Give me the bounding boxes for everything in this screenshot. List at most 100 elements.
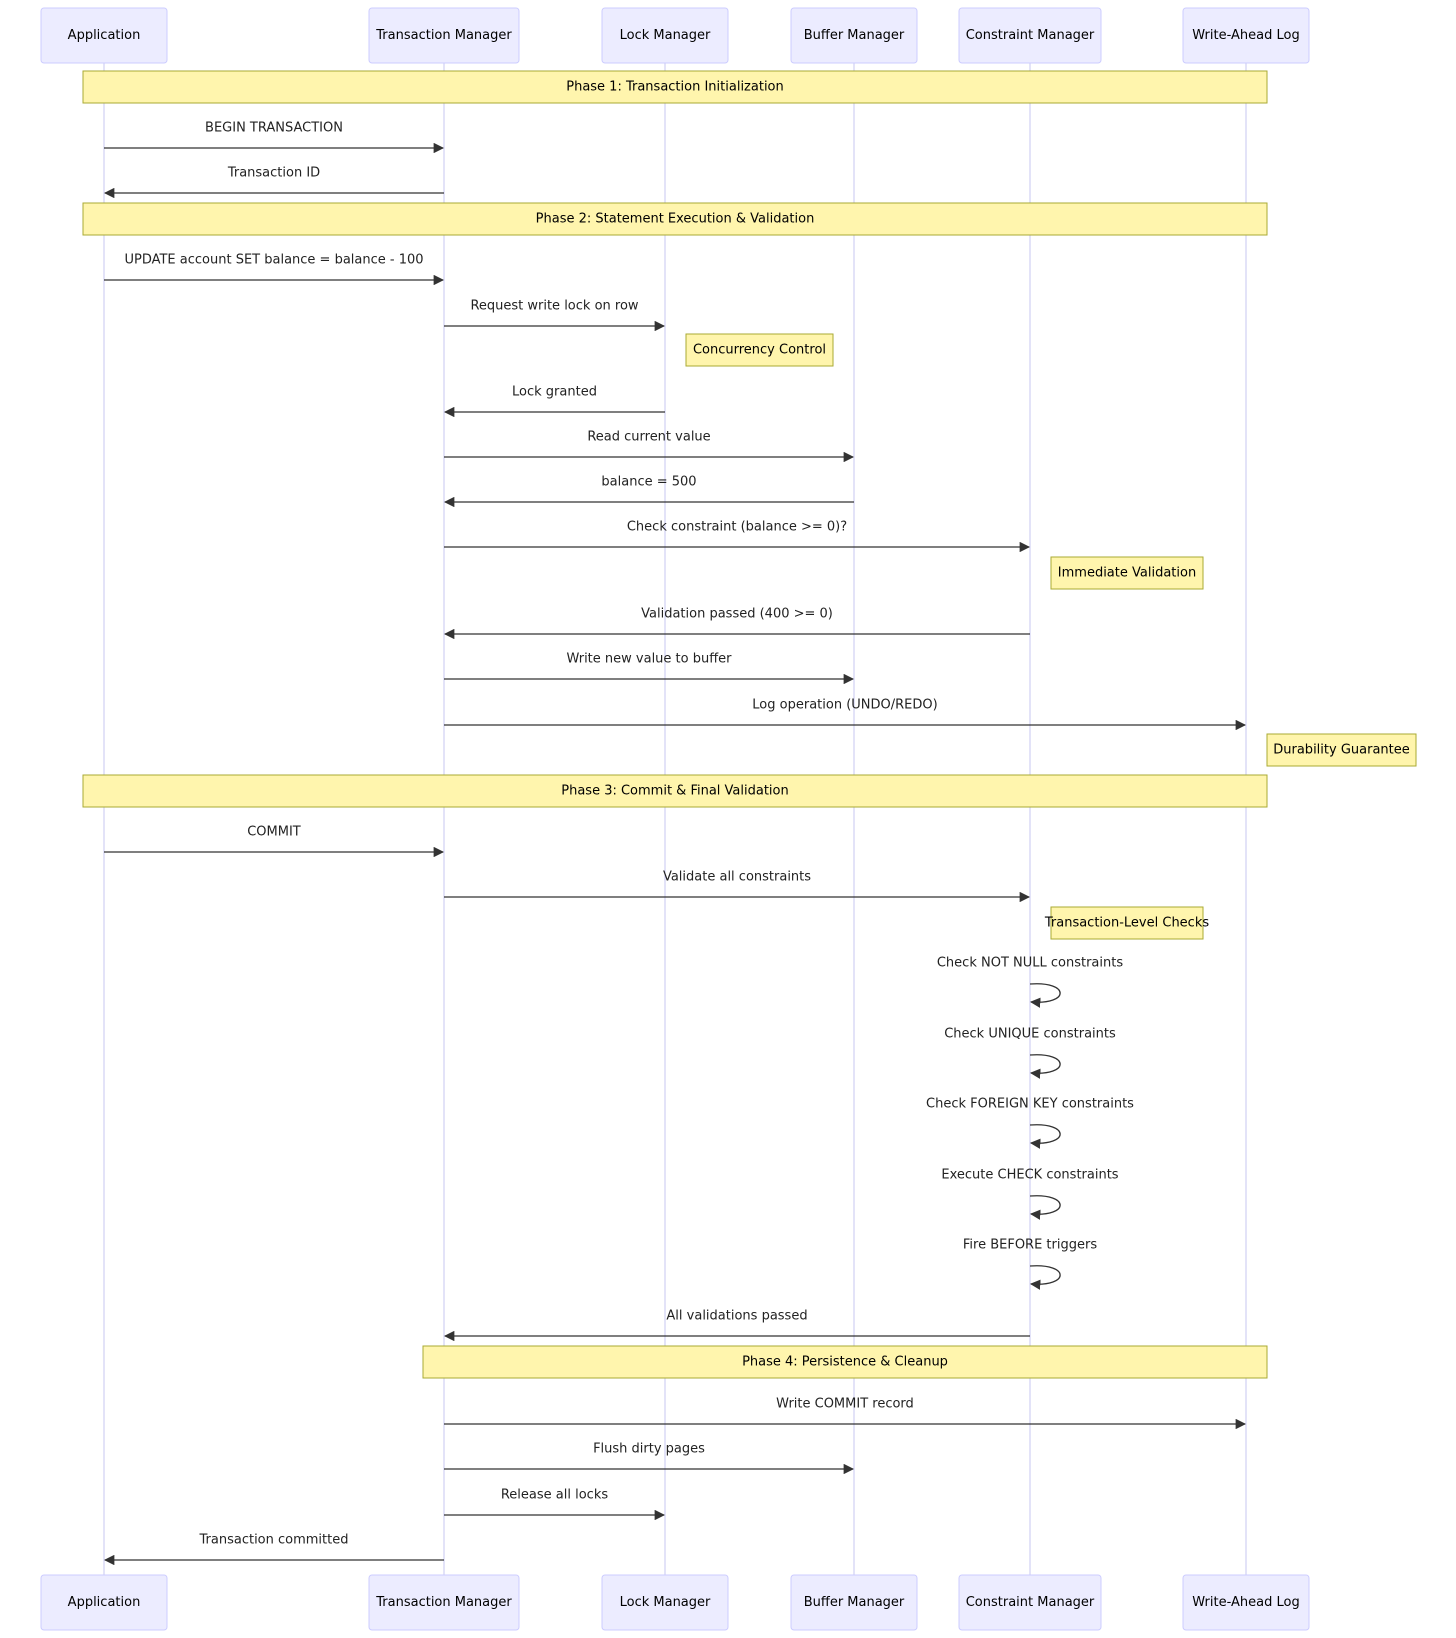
message: Request write lock on row — [444, 299, 666, 332]
message-label: All validations passed — [666, 1309, 807, 1324]
message: All validations passed — [443, 1309, 1030, 1342]
message-label: balance = 500 — [601, 475, 696, 490]
message-label: Write COMMIT record — [776, 1397, 914, 1412]
self-message: Check UNIQUE constraints — [944, 1027, 1116, 1079]
side-note-label: Durability Guarantee — [1273, 743, 1410, 758]
message: COMMIT — [104, 825, 445, 858]
message-label: UPDATE account SET balance = balance - 1… — [124, 253, 423, 268]
message-label: Release all locks — [501, 1488, 608, 1503]
actor-lm-top: Lock Manager — [601, 7, 729, 64]
self-message-label: Check FOREIGN KEY constraints — [926, 1097, 1134, 1112]
message: UPDATE account SET balance = balance - 1… — [104, 253, 445, 286]
phase-note-box — [82, 774, 1268, 808]
message-label: Log operation (UNDO/REDO) — [752, 698, 937, 713]
message: Write COMMIT record — [444, 1397, 1247, 1430]
actor-label: Constraint Manager — [966, 28, 1095, 43]
actor-box — [790, 7, 918, 64]
actor-label: Lock Manager — [620, 28, 711, 43]
side-note-box — [1266, 733, 1417, 767]
phase-note: Phase 3: Commit & Final Validation — [82, 774, 1268, 808]
phase-note-box — [82, 202, 1268, 236]
phase-note: Phase 1: Transaction Initialization — [82, 70, 1268, 104]
message-label: COMMIT — [247, 825, 301, 840]
actor-box — [601, 7, 729, 64]
phase-note: Phase 2: Statement Execution & Validatio… — [82, 202, 1268, 236]
actor-cm-top: Constraint Manager — [958, 7, 1102, 64]
message: balance = 500 — [443, 475, 854, 508]
actor-label: Transaction Manager — [375, 28, 512, 43]
message: Flush dirty pages — [444, 1442, 855, 1475]
side-note: Durability Guarantee — [1266, 733, 1417, 767]
message-label: Check constraint (balance >= 0)? — [627, 520, 847, 535]
message: Write new value to buffer — [444, 652, 855, 685]
message-label: Flush dirty pages — [593, 1442, 705, 1457]
message-label: Read current value — [587, 430, 710, 445]
self-message: Check FOREIGN KEY constraints — [926, 1097, 1134, 1149]
self-message-arrow — [1029, 1054, 1061, 1079]
actor-label: Buffer Manager — [804, 1595, 905, 1610]
actor-cm-bottom: Constraint Manager — [958, 1574, 1102, 1631]
actor-box — [958, 1574, 1102, 1631]
self-message-label: Check UNIQUE constraints — [944, 1027, 1116, 1042]
message-label: Transaction committed — [199, 1533, 349, 1548]
actor-tm-top: Transaction Manager — [368, 7, 520, 64]
actor-app-top: Application — [40, 7, 168, 64]
actor-wal-top: Write-Ahead Log — [1182, 7, 1310, 64]
actor-label: Lock Manager — [620, 1595, 711, 1610]
message-label: Transaction ID — [227, 166, 320, 181]
actor-box — [958, 7, 1102, 64]
actor-box — [40, 1574, 168, 1631]
actor-box — [601, 1574, 729, 1631]
actor-bm-bottom: Buffer Manager — [790, 1574, 918, 1631]
actor-box — [368, 7, 520, 64]
actor-label: Constraint Manager — [966, 1595, 1095, 1610]
message-label: Validate all constraints — [663, 870, 811, 885]
message: Validation passed (400 >= 0) — [443, 607, 1030, 640]
message-label: Write new value to buffer — [566, 652, 732, 667]
actor-box — [368, 1574, 520, 1631]
side-note: Concurrency Control — [685, 333, 834, 367]
phase-note-label: Phase 2: Statement Execution & Validatio… — [536, 212, 815, 227]
actor-lm-bottom: Lock Manager — [601, 1574, 729, 1631]
side-note-label: Transaction-Level Checks — [1044, 916, 1209, 931]
message-label: BEGIN TRANSACTION — [205, 121, 343, 136]
self-message-arrow — [1029, 1265, 1061, 1290]
message: Log operation (UNDO/REDO) — [444, 698, 1247, 731]
actor-wal-bottom: Write-Ahead Log — [1182, 1574, 1310, 1631]
message-label: Validation passed (400 >= 0) — [641, 607, 833, 622]
side-note-label: Concurrency Control — [693, 343, 826, 358]
actor-label: Write-Ahead Log — [1192, 1595, 1299, 1610]
actor-box — [1182, 1574, 1310, 1631]
self-message: Execute CHECK constraints — [941, 1168, 1119, 1220]
phase-note-label: Phase 4: Persistence & Cleanup — [742, 1355, 948, 1370]
message-label: Lock granted — [512, 385, 597, 400]
phase-note-box — [82, 70, 1268, 104]
message: Release all locks — [444, 1488, 666, 1521]
actor-label: Buffer Manager — [804, 28, 905, 43]
self-message-label: Check NOT NULL constraints — [937, 956, 1123, 971]
message: BEGIN TRANSACTION — [104, 121, 445, 154]
phase-note: Phase 4: Persistence & Cleanup — [422, 1345, 1268, 1379]
phase-note-label: Phase 1: Transaction Initialization — [566, 80, 784, 95]
message: Transaction committed — [103, 1533, 444, 1566]
message: Check constraint (balance >= 0)? — [444, 520, 1031, 553]
message: Transaction ID — [103, 166, 444, 199]
actor-bm-top: Buffer Manager — [790, 7, 918, 64]
actor-label: Transaction Manager — [375, 1595, 512, 1610]
side-note-box — [1050, 906, 1204, 940]
side-note: Transaction-Level Checks — [1044, 906, 1209, 940]
side-note-box — [685, 333, 834, 367]
self-message-arrow — [1029, 983, 1061, 1008]
phase-note-label: Phase 3: Commit & Final Validation — [561, 784, 789, 799]
actor-tm-bottom: Transaction Manager — [368, 1574, 520, 1631]
message: Read current value — [444, 430, 855, 463]
self-message-arrow — [1029, 1195, 1061, 1220]
self-message: Check NOT NULL constraints — [937, 956, 1123, 1008]
actor-label: Write-Ahead Log — [1192, 28, 1299, 43]
self-message-label: Fire BEFORE triggers — [963, 1238, 1097, 1253]
message-label: Request write lock on row — [470, 299, 638, 314]
message: Lock granted — [443, 385, 665, 418]
message: Validate all constraints — [444, 870, 1031, 903]
actor-label: Application — [68, 28, 141, 43]
